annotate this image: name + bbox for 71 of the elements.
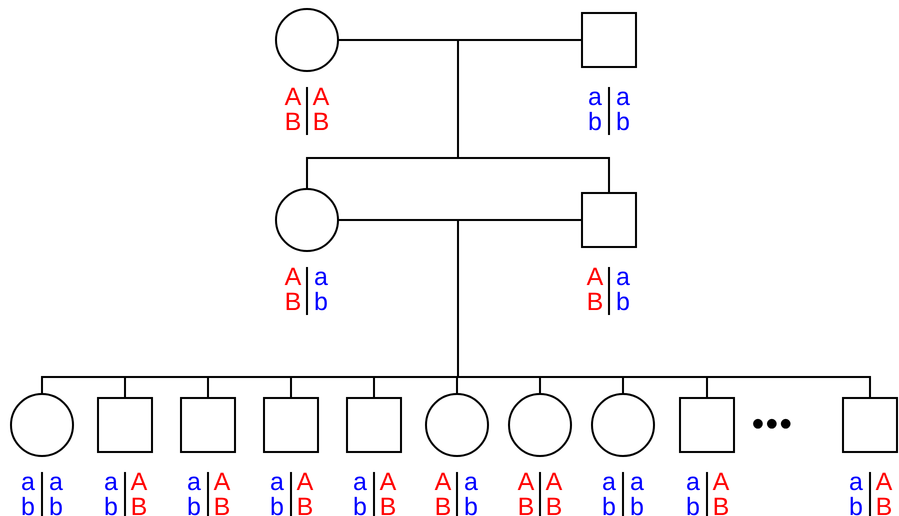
allele-label: B	[517, 495, 535, 516]
allele-label: A	[586, 265, 604, 290]
female-circle	[508, 393, 572, 457]
allele-label: A	[434, 470, 452, 495]
female-circle	[275, 8, 339, 72]
male-square	[581, 192, 637, 248]
allele-label: B	[284, 110, 302, 135]
allele-label: A	[213, 470, 231, 495]
allele-label: b	[20, 495, 36, 516]
allele-label: A	[284, 265, 302, 290]
allele-label: a	[601, 470, 617, 495]
female-circle	[275, 188, 339, 252]
allele-label: A	[875, 470, 893, 495]
allele-label: A	[130, 470, 148, 495]
allele-label: b	[629, 495, 645, 516]
allele-label: B	[712, 495, 730, 516]
allele-label: A	[712, 470, 730, 495]
allele-label: A	[296, 470, 314, 495]
allele-label: b	[601, 495, 617, 516]
allele-label: a	[186, 470, 202, 495]
allele-label: A	[545, 470, 563, 495]
allele-label: a	[629, 470, 645, 495]
allele-label: B	[586, 290, 604, 315]
allele-label: b	[848, 495, 864, 516]
female-circle	[591, 393, 655, 457]
ellipsis-mark: •••	[752, 404, 794, 444]
allele-label: b	[103, 495, 119, 516]
male-square	[581, 12, 637, 68]
allele-label: B	[284, 290, 302, 315]
allele-label: B	[875, 495, 893, 516]
male-square	[180, 397, 236, 453]
allele-label: a	[103, 470, 119, 495]
allele-label: a	[463, 470, 479, 495]
male-square	[263, 397, 319, 453]
allele-label: b	[587, 110, 603, 135]
allele-label: A	[517, 470, 535, 495]
allele-label: a	[269, 470, 285, 495]
allele-label: a	[587, 85, 603, 110]
allele-label: a	[313, 265, 329, 290]
allele-label: a	[48, 470, 64, 495]
male-square	[346, 397, 402, 453]
female-circle	[10, 393, 74, 457]
allele-label: A	[284, 85, 302, 110]
allele-label: a	[20, 470, 36, 495]
allele-label: a	[685, 470, 701, 495]
allele-label: b	[615, 290, 631, 315]
allele-label: B	[296, 495, 314, 516]
allele-label: b	[463, 495, 479, 516]
allele-label: a	[352, 470, 368, 495]
allele-label: B	[213, 495, 231, 516]
allele-label: B	[130, 495, 148, 516]
allele-label: B	[312, 110, 330, 135]
male-square	[97, 397, 153, 453]
allele-label: b	[685, 495, 701, 516]
allele-label: a	[615, 85, 631, 110]
allele-label: b	[615, 110, 631, 135]
allele-label: B	[379, 495, 397, 516]
allele-label: b	[48, 495, 64, 516]
allele-label: B	[545, 495, 563, 516]
allele-label: a	[615, 265, 631, 290]
allele-label: A	[379, 470, 397, 495]
allele-label: b	[269, 495, 285, 516]
allele-label: a	[848, 470, 864, 495]
allele-label: b	[313, 290, 329, 315]
male-square	[842, 397, 898, 453]
allele-label: b	[352, 495, 368, 516]
female-circle	[425, 393, 489, 457]
allele-label: b	[186, 495, 202, 516]
allele-label: A	[312, 85, 330, 110]
male-square	[679, 397, 735, 453]
allele-label: B	[434, 495, 452, 516]
